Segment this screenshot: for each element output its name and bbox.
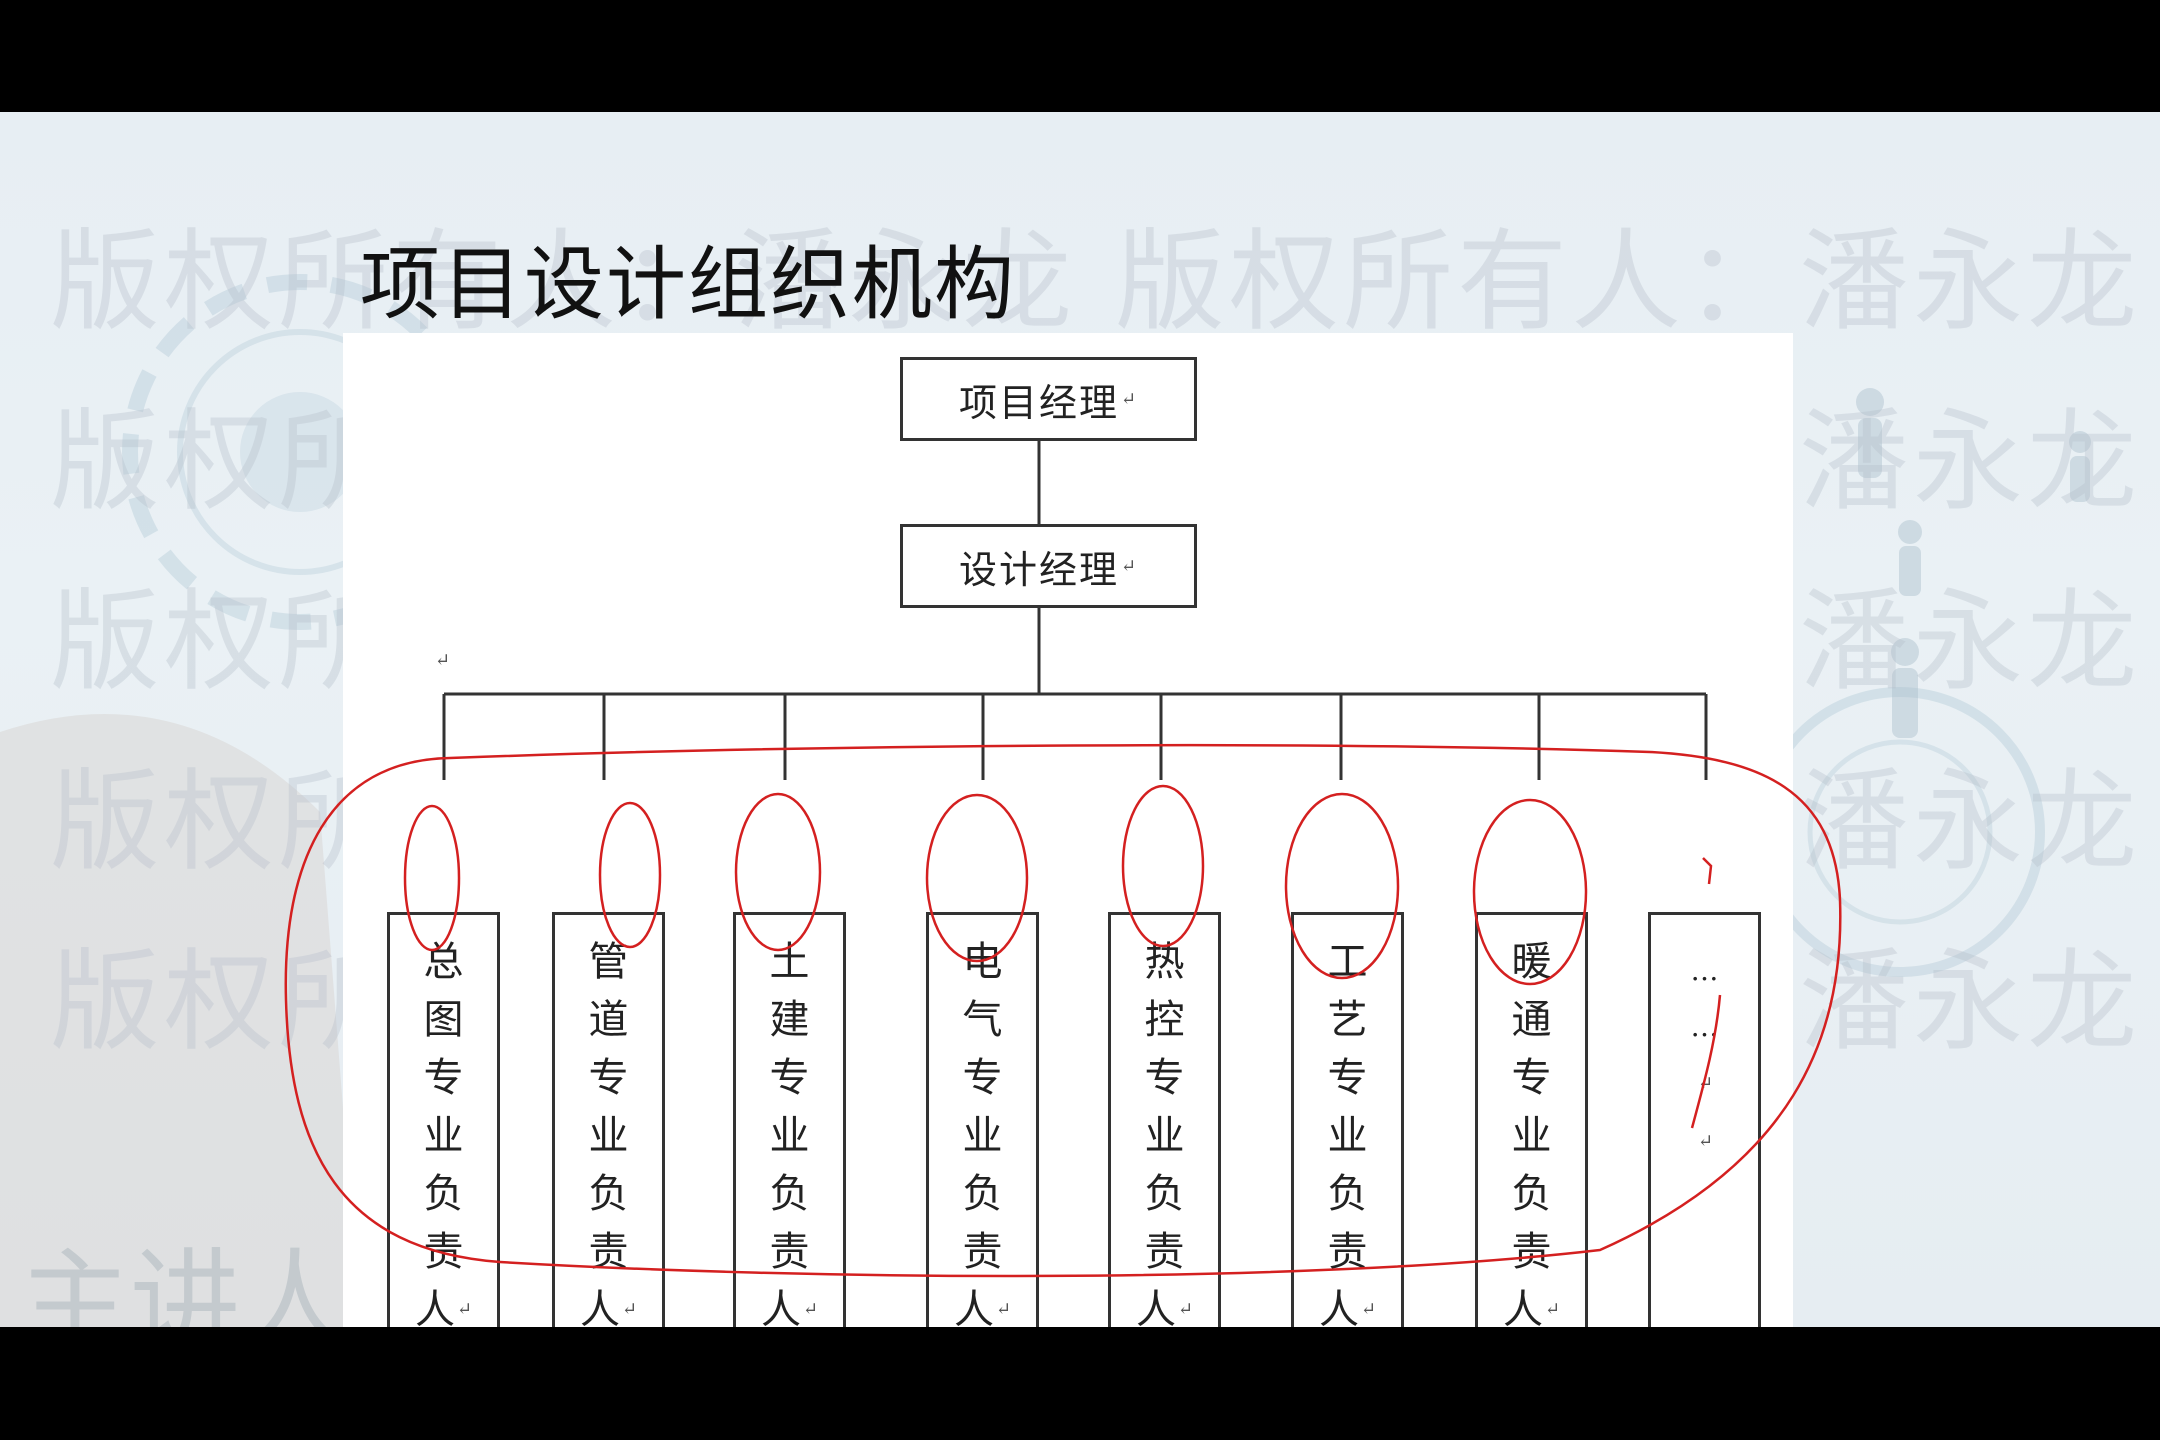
org-node-char: 责 — [962, 1229, 1003, 1275]
org-node-char: 热 — [1144, 939, 1185, 985]
org-node-char: 专 — [423, 1055, 464, 1101]
paragraph-mark: ↵ — [435, 650, 451, 671]
org-node-char: 人↵ — [760, 1287, 819, 1327]
org-node-char: 建 — [769, 997, 810, 1043]
ellipsis-text: … — [1690, 954, 1719, 987]
org-node-char: 艺 — [1327, 997, 1368, 1043]
org-node-char: 责 — [423, 1229, 464, 1275]
paragraph-mark: ↵ — [1120, 555, 1139, 577]
org-node-char: 人↵ — [414, 1287, 473, 1327]
org-node-specialty-lead: 土建专业负责人↵ — [733, 912, 846, 1327]
org-node-specialty-lead: 管道专业负责人↵ — [552, 912, 665, 1327]
org-node-char: 专 — [962, 1055, 1003, 1101]
org-node-char: 通 — [1511, 997, 1552, 1043]
org-node-char: 业 — [1511, 1113, 1552, 1159]
org-node-char: 管 — [588, 939, 629, 985]
org-node-char: 负 — [962, 1171, 1003, 1217]
org-node-char: 专 — [1511, 1055, 1552, 1101]
org-node-char: 业 — [962, 1113, 1003, 1159]
org-node-char: 电 — [962, 939, 1003, 985]
org-node-char: 业 — [423, 1113, 464, 1159]
org-node-char: 负 — [588, 1171, 629, 1217]
org-node-char: 负 — [1511, 1171, 1552, 1217]
paragraph-mark: ↵ — [1120, 388, 1139, 410]
org-node-more: … … ↵ ↵ — [1648, 912, 1761, 1327]
org-node-char: 人↵ — [1135, 1287, 1194, 1327]
org-node-char: 责 — [1511, 1229, 1552, 1275]
org-chart-panel: 项目经理↵ 设计经理↵ ↵ 总图专业负责人↵管道专业负责人↵土建专业负责人↵电气… — [343, 333, 1793, 1327]
org-node-char: 专 — [1327, 1055, 1368, 1101]
paragraph-mark: ↵ — [621, 1299, 638, 1320]
org-node-char: 业 — [1144, 1113, 1185, 1159]
paragraph-mark: ↵ — [995, 1299, 1012, 1320]
org-node-char: 人↵ — [1318, 1287, 1377, 1327]
org-node-char: 责 — [1327, 1229, 1368, 1275]
org-node-char: 负 — [1144, 1171, 1185, 1217]
org-node-design-manager: 设计经理↵ — [900, 524, 1197, 608]
org-node-char: 专 — [588, 1055, 629, 1101]
slide-title: 项目设计组织机构 — [360, 238, 1016, 331]
org-node-specialty-lead: 电气专业负责人↵ — [926, 912, 1039, 1327]
org-node-char: 专 — [769, 1055, 810, 1101]
org-node-char: 气 — [962, 997, 1003, 1043]
org-node-char: 业 — [769, 1113, 810, 1159]
org-node-char: 暖 — [1511, 939, 1552, 985]
presentation-slide: 版权所有人：潘永龙 版权所有人：潘永龙 版权所有人：潘永龙 版权所有人：潘永龙 … — [0, 112, 2160, 1327]
paragraph-mark: ↵ — [456, 1299, 473, 1320]
org-node-specialty-lead: 工艺专业负责人↵ — [1291, 912, 1404, 1327]
org-node-specialty-lead: 总图专业负责人↵ — [387, 912, 500, 1327]
org-node-char: 控 — [1144, 997, 1185, 1043]
org-node-char: 道 — [588, 997, 629, 1043]
background-tech-decoration — [0, 274, 2091, 1327]
org-node-char: 土 — [769, 939, 810, 985]
org-node-char: 图 — [423, 997, 464, 1043]
org-node-char: 负 — [423, 1171, 464, 1217]
org-node-char: 业 — [588, 1113, 629, 1159]
org-node-char: 责 — [769, 1229, 810, 1275]
org-node-specialty-lead: 暖通专业负责人↵ — [1475, 912, 1588, 1327]
org-node-char: 负 — [769, 1171, 810, 1217]
org-node-label: 设计经理 — [958, 547, 1119, 592]
watermark-row: 版权所有人：潘永龙 版权所有人：潘永龙 — [50, 218, 2141, 346]
paragraph-mark: ↵ — [1544, 1299, 1561, 1320]
org-node-char: 专 — [1144, 1055, 1185, 1101]
paragraph-mark: ↵ — [1697, 1131, 1714, 1152]
paragraph-mark: ↵ — [1360, 1299, 1377, 1320]
org-node-char: 总 — [423, 939, 464, 985]
org-node-char: 工 — [1327, 939, 1368, 985]
org-node-char: 责 — [1144, 1229, 1185, 1275]
paragraph-mark: ↵ — [1697, 1073, 1714, 1094]
org-node-project-manager: 项目经理↵ — [900, 357, 1197, 441]
paragraph-mark: ↵ — [1177, 1299, 1194, 1320]
org-node-char: 人↵ — [953, 1287, 1012, 1327]
org-node-char: 责 — [588, 1229, 629, 1275]
paragraph-mark: ↵ — [802, 1299, 819, 1320]
org-node-char: 人↵ — [579, 1287, 638, 1327]
org-node-char: 业 — [1327, 1113, 1368, 1159]
org-node-char: 人↵ — [1502, 1287, 1561, 1327]
ellipsis-text: … — [1690, 1010, 1719, 1043]
org-node-specialty-lead: 热控专业负责人↵ — [1108, 912, 1221, 1327]
org-node-label: 项目经理 — [958, 380, 1119, 425]
org-node-char: 负 — [1327, 1171, 1368, 1217]
